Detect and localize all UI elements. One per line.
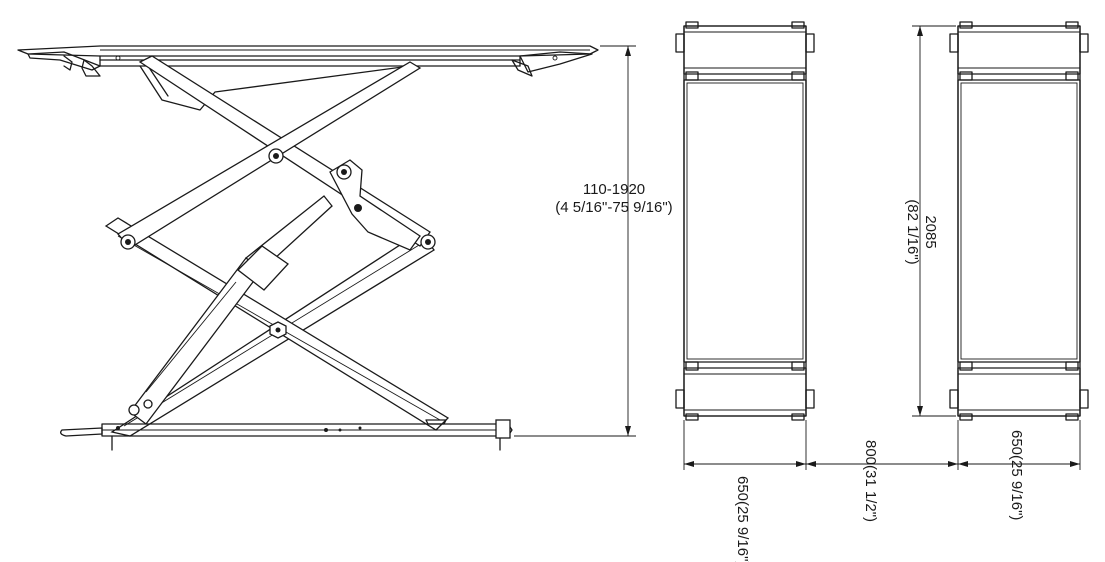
pivot-bolts — [120, 148, 436, 416]
length-dim-label-1: 2085 — [922, 215, 939, 248]
width-dimensions — [683, 420, 1081, 470]
top-view-left-platform — [675, 21, 815, 421]
length-dimension — [912, 25, 956, 417]
left-platform-width-label: 650(25 9/16") — [734, 476, 751, 562]
length-dim-label-2: (82 1/16") — [904, 199, 921, 264]
height-dimension — [514, 45, 636, 437]
right-platform-width-label: 650(25 9/16") — [1008, 430, 1025, 520]
hydraulic-cylinder — [129, 195, 333, 425]
top-view-right-platform — [949, 21, 1089, 421]
height-dim-label-2: (4 5/16"-75 9/16") — [555, 199, 672, 216]
platform-gap-label: 800(31 1/2") — [862, 440, 879, 522]
side-view-scissor-lift: 110-1920 (4 5/16"-75 9/16") — [17, 45, 673, 451]
top-platform — [17, 45, 599, 77]
base-frame — [60, 419, 513, 451]
height-dim-label-1: 110-1920 — [583, 181, 645, 198]
